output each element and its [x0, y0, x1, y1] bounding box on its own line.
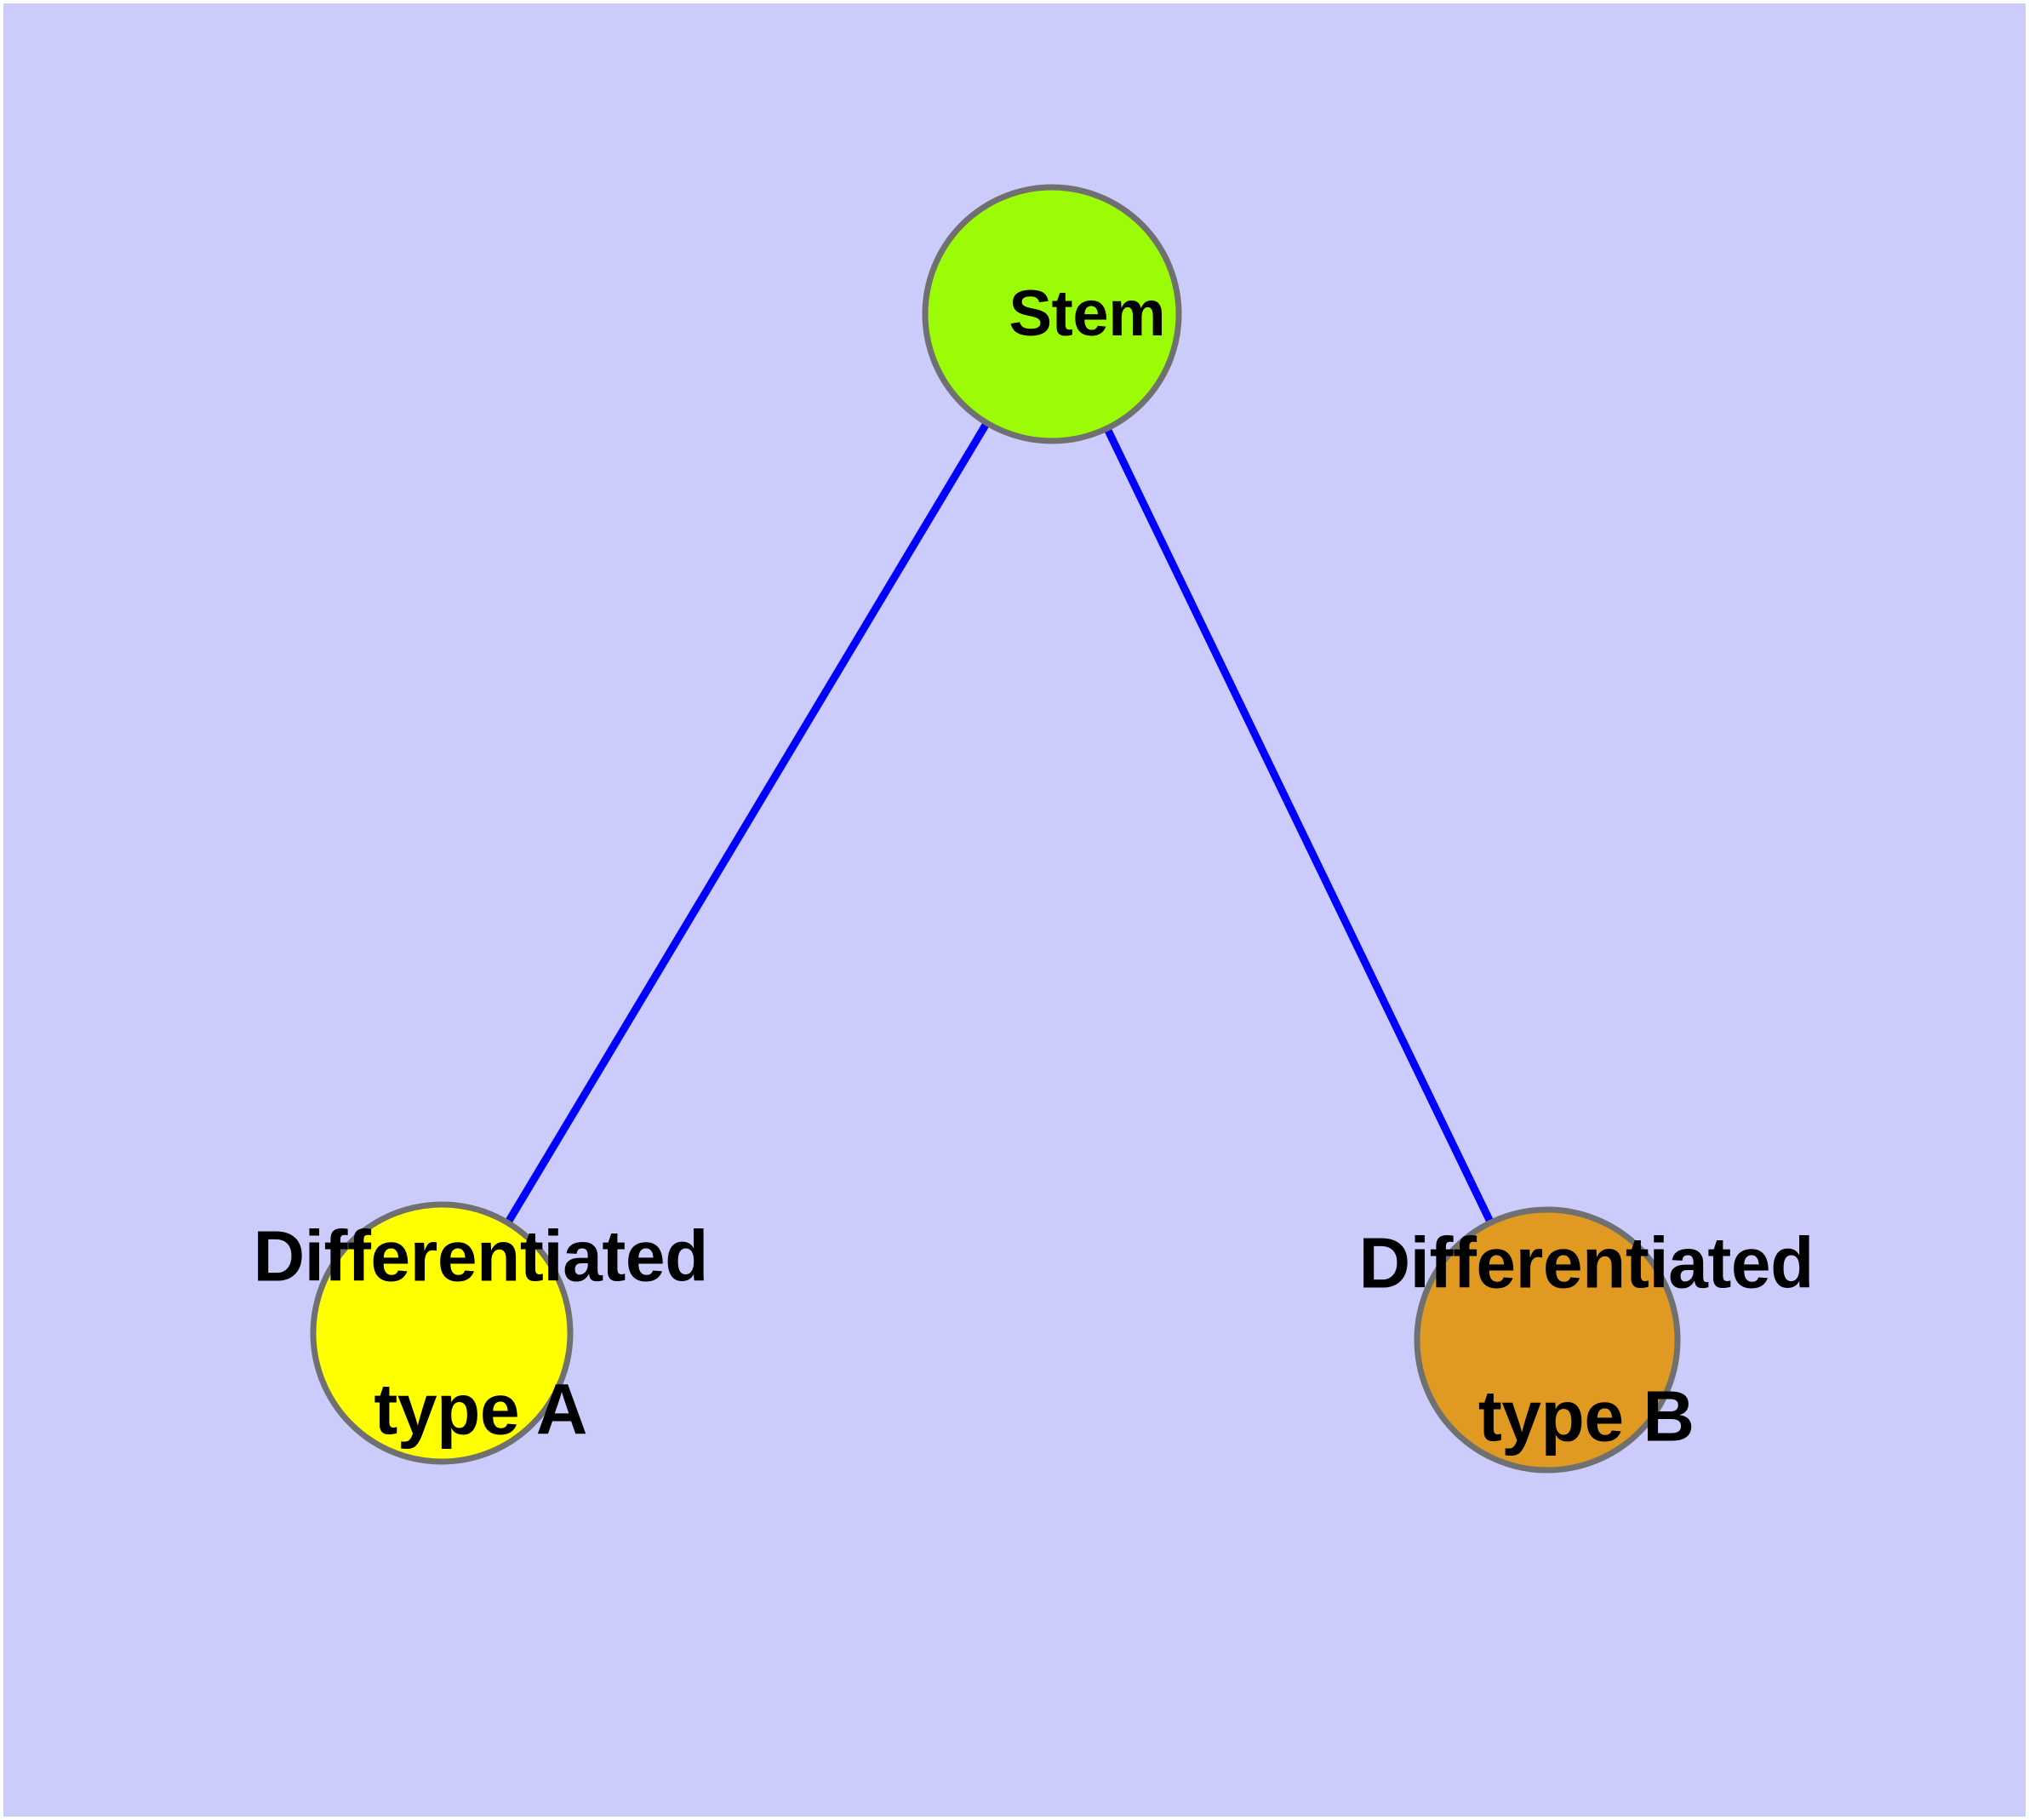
edge-stem-to-type-a[interactable]: [438, 312, 1055, 1336]
edge-layer: [438, 312, 1552, 1342]
node-differentiated-type-b[interactable]: [1414, 1206, 1681, 1474]
node-layer: [310, 184, 1681, 1474]
edge-stem-to-type-b[interactable]: [1048, 312, 1552, 1342]
node-stem[interactable]: [922, 184, 1182, 444]
node-differentiated-type-a[interactable]: [310, 1201, 574, 1465]
